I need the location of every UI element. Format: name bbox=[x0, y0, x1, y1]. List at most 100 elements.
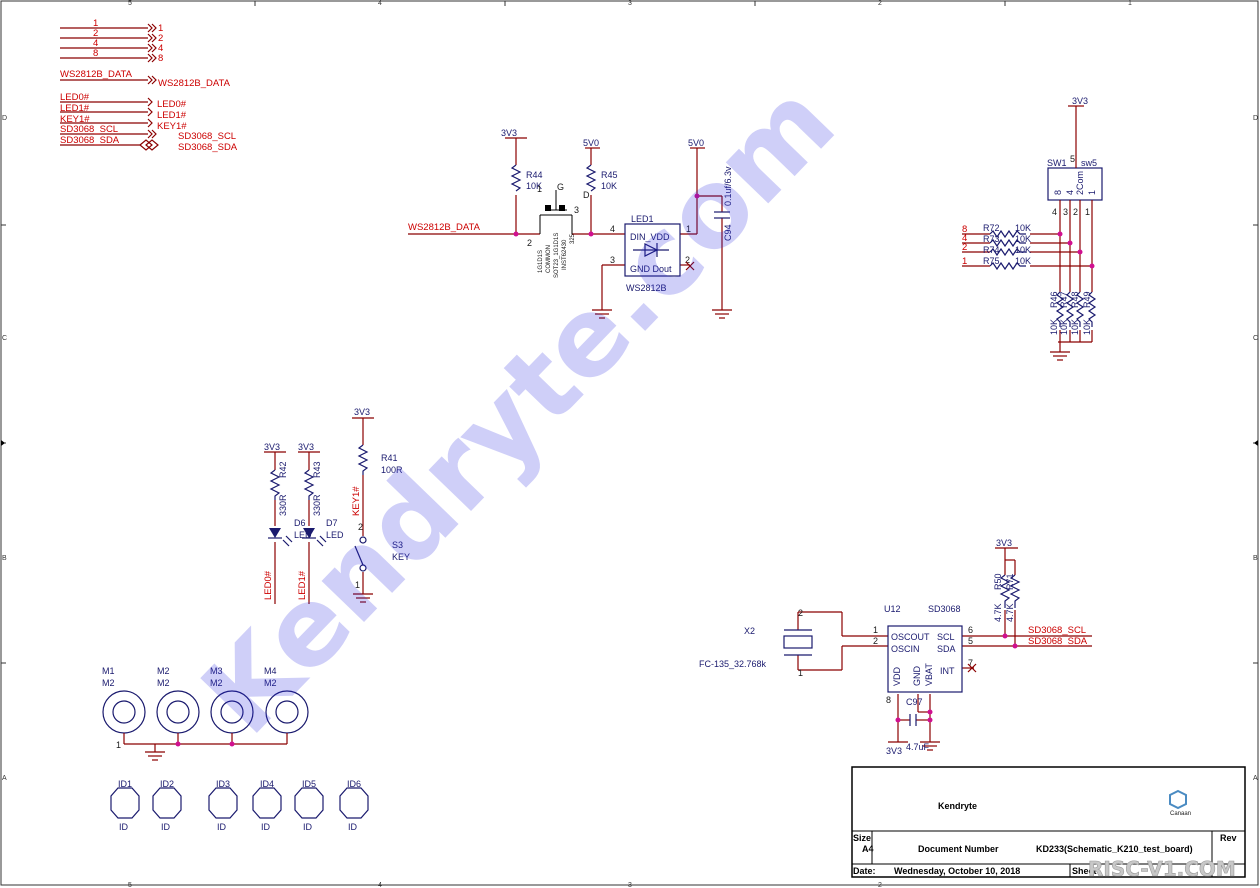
x2-ref: X2 bbox=[744, 626, 755, 636]
r73-resistor bbox=[989, 238, 1026, 248]
r47-val: 10K bbox=[1059, 319, 1069, 335]
led1-net: LED1# bbox=[60, 103, 90, 114]
x2-val: FC-135_32.768k bbox=[699, 659, 767, 669]
r72-ref: R72 bbox=[983, 223, 1000, 233]
r45-5v0: 5V0 bbox=[583, 138, 599, 148]
doc-number-label: Document Number bbox=[918, 844, 999, 854]
canaan-logo-icon bbox=[1169, 789, 1187, 810]
r43-3v3: 3V3 bbox=[298, 442, 314, 452]
u12-name: SD3068 bbox=[928, 604, 961, 614]
s3-pin1: 1 bbox=[355, 580, 360, 590]
u12-vdd: VDD bbox=[892, 666, 902, 686]
r75-val: 10K bbox=[1015, 256, 1031, 266]
u12-ref: U12 bbox=[884, 604, 901, 614]
r74-val: 10K bbox=[1015, 245, 1031, 255]
r42-3v3: 3V3 bbox=[264, 442, 280, 452]
r50-ref: R50 bbox=[993, 573, 1003, 590]
u12-int-nc-mark bbox=[967, 663, 977, 673]
s3-pin2: 2 bbox=[358, 522, 363, 532]
c97-ref: C97 bbox=[906, 697, 923, 707]
led0-wire-net: LED0# bbox=[263, 570, 274, 600]
x2-pin2: 2 bbox=[798, 608, 803, 618]
r48-resistor bbox=[1075, 291, 1085, 327]
row-tick-b: B bbox=[2, 555, 7, 562]
u12-pin1: 1 bbox=[873, 625, 878, 635]
r42-ref: R42 bbox=[278, 461, 288, 478]
r43-resistor bbox=[303, 469, 315, 500]
size-value: A4 bbox=[862, 844, 874, 854]
r46-ref: R46 bbox=[1049, 291, 1059, 308]
r73-ref: R73 bbox=[983, 234, 1000, 244]
frame-ticks bbox=[1, 1, 1258, 664]
led-key-wires bbox=[264, 417, 374, 604]
ws-5v0: 5V0 bbox=[688, 138, 704, 148]
r42-resistor bbox=[269, 469, 281, 500]
sw-pin2: 2 bbox=[1075, 190, 1085, 195]
port-wires bbox=[60, 23, 159, 151]
id1-ref: ID1 bbox=[118, 779, 132, 789]
u12-oscout: OSCOUT bbox=[891, 632, 930, 642]
sw1-ref: SW1 bbox=[1047, 158, 1067, 168]
ws-pin2: 2 bbox=[685, 255, 690, 265]
r74-resistor bbox=[989, 247, 1026, 257]
c94-val: 0.1uf/6.3v bbox=[723, 166, 733, 206]
m2-ref: M2 bbox=[157, 666, 170, 676]
r44-ref: R44 bbox=[526, 170, 543, 180]
d7-ref: D7 bbox=[326, 518, 338, 528]
r41-3v3: 3V3 bbox=[354, 407, 370, 417]
ws-data-net: WS2812B_DATA bbox=[60, 69, 133, 80]
x2-pin1: 1 bbox=[798, 668, 803, 678]
u12-rtc-chip bbox=[887, 625, 963, 693]
r44-resistor bbox=[510, 164, 522, 192]
id5-name: ID bbox=[303, 822, 313, 832]
col-tick-5: 5 bbox=[128, 0, 132, 7]
sw-com: Com bbox=[1075, 171, 1085, 190]
port-2-label: 2 bbox=[158, 33, 163, 44]
u12-pin5: 5 bbox=[968, 636, 973, 646]
u12-vbat: VBAT bbox=[924, 663, 934, 686]
mosfet-part-5: 325 bbox=[570, 233, 576, 244]
col-tick-3: 3 bbox=[628, 0, 632, 7]
sheet-label: Sheet bbox=[1072, 866, 1097, 876]
sw-pin4: 4 bbox=[1065, 190, 1075, 195]
ws-gnd-dout: GND Dout bbox=[630, 264, 672, 274]
u12-gnd: GND bbox=[912, 666, 922, 687]
rtc-scl-net: SD3068_SCL bbox=[1028, 625, 1086, 636]
r45-ref: R45 bbox=[601, 170, 618, 180]
ws-part-name: WS2812B bbox=[626, 283, 667, 293]
r41-val: 100R bbox=[381, 465, 403, 475]
port-1-label: 1 bbox=[158, 23, 163, 34]
u12-pin7: 7 bbox=[968, 658, 973, 668]
row-tick-c: C bbox=[2, 335, 7, 342]
id5-ref: ID5 bbox=[302, 779, 316, 789]
ws-dout-nc-mark bbox=[685, 261, 695, 271]
u12-oscin: OSCIN bbox=[891, 644, 920, 654]
sw-pin1: 1 bbox=[1087, 190, 1097, 195]
date-value: Wednesday, October 10, 2018 bbox=[894, 866, 1020, 876]
ws-pin3: 3 bbox=[610, 255, 615, 265]
r46-val: 10K bbox=[1049, 319, 1059, 335]
sw-wire-pin4: 4 bbox=[1052, 207, 1057, 217]
doc-number: KD233(Schematic_K210_test_board) bbox=[1036, 844, 1193, 854]
r71-resistor bbox=[1009, 574, 1021, 608]
sda-net: SD3068_SDA bbox=[60, 135, 120, 146]
ws2812b-led bbox=[624, 223, 681, 277]
sw-3v3: 3V3 bbox=[1072, 96, 1088, 106]
row-tick-a-right: A bbox=[1253, 775, 1258, 782]
sw-wire-pin2: 2 bbox=[1073, 207, 1078, 217]
key1-port: KEY1# bbox=[157, 121, 187, 132]
r46-resistor bbox=[1055, 291, 1065, 327]
r45-val: 10K bbox=[601, 181, 617, 191]
c97-val: 4.7uF bbox=[906, 742, 930, 752]
ws-pin4: 4 bbox=[610, 224, 615, 234]
mosfet-pin1: 1 bbox=[537, 184, 542, 194]
u12-scl: SCL bbox=[937, 632, 955, 642]
mosfet-part-3: SOT23_1G1D1S bbox=[554, 233, 560, 278]
r45-resistor bbox=[585, 164, 597, 192]
row-tick-c-right: C bbox=[1253, 335, 1258, 342]
rtc-junctions bbox=[895, 633, 1018, 723]
r71-val: 4.7K bbox=[1005, 603, 1015, 622]
port-num-1: 1 bbox=[93, 18, 98, 29]
sw-net-2: 2 bbox=[962, 242, 967, 253]
x2-crystal bbox=[783, 629, 813, 656]
